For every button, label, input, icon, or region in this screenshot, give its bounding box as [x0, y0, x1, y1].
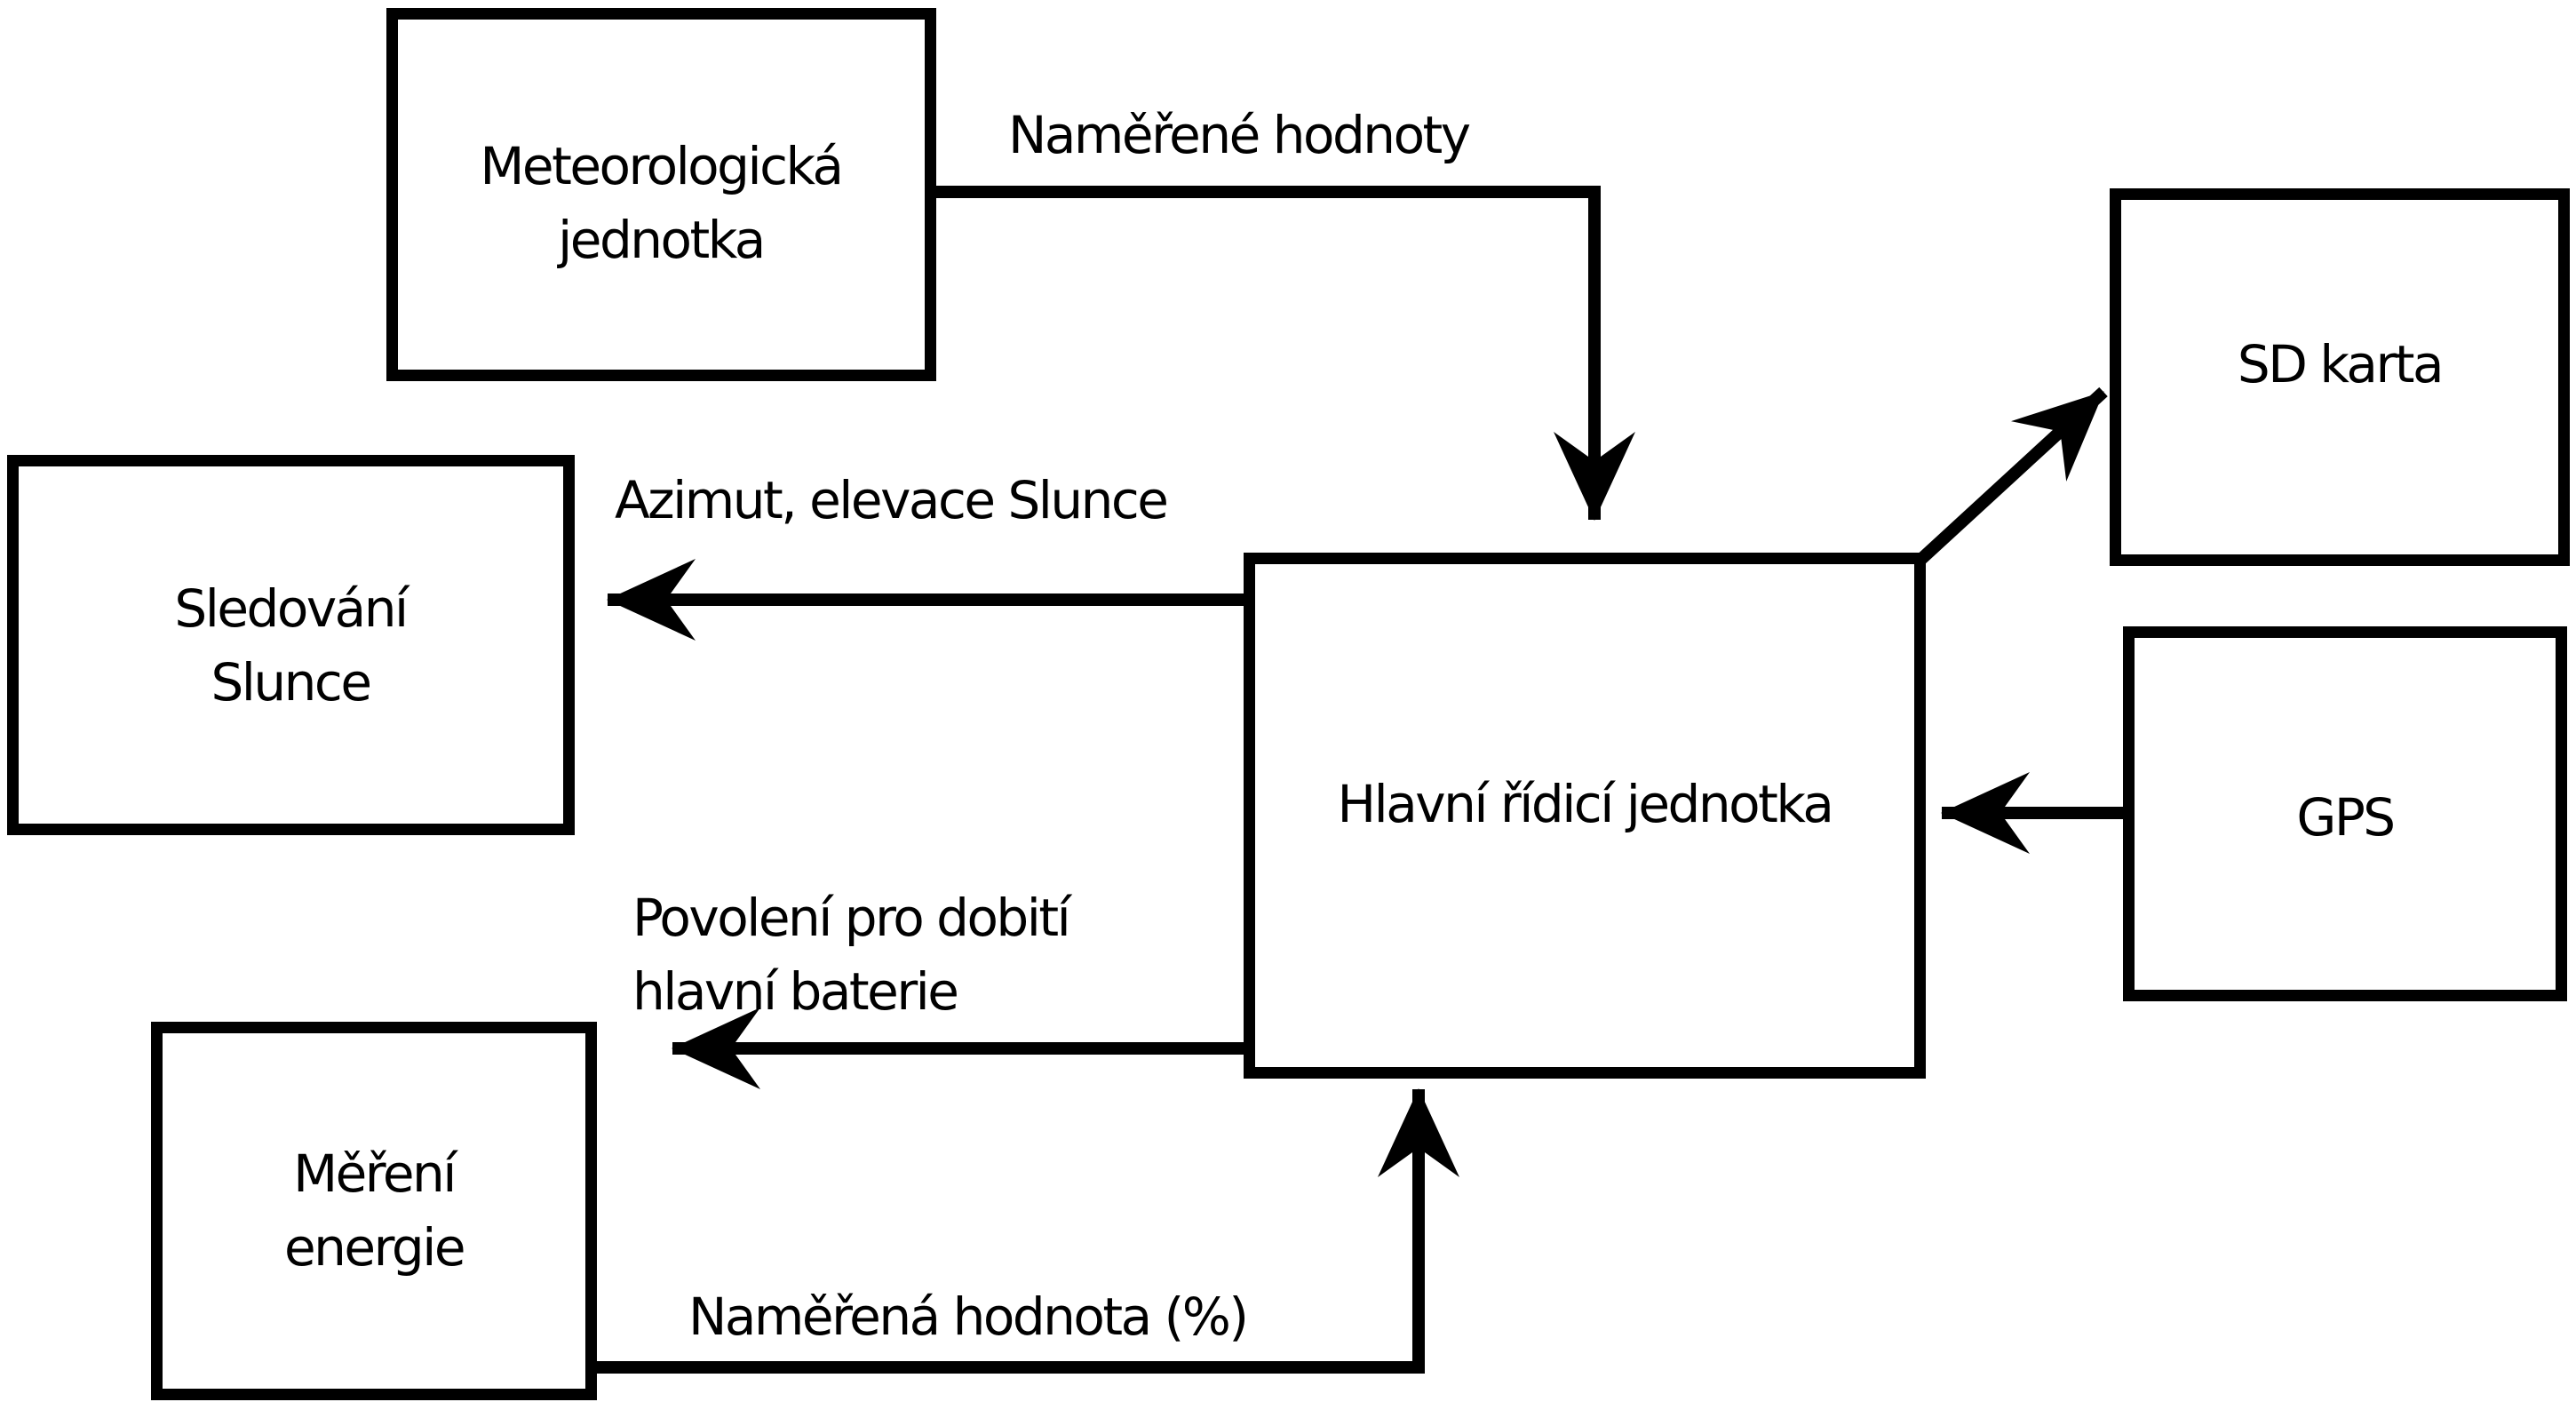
node-sd-karta — [2110, 188, 2570, 566]
edge-label-azimut-elevace: Azimut, elevace Slunce — [615, 470, 1167, 530]
node-label-meteorologicka-line2: jednotka — [556, 210, 764, 270]
node-label-hlavni-ridici-jednotka: Hlavní řídicí jednotka — [1338, 774, 1833, 834]
node-label-sd-karta: SD karta — [2238, 334, 2442, 394]
arrow-zapis-sd — [1914, 386, 2108, 567]
node-label-mereni-line2: energie — [284, 1217, 464, 1278]
arrow-namerene-hodnoty — [931, 186, 1635, 521]
node-gps — [2123, 626, 2567, 1001]
node-mereni-energie — [151, 1022, 597, 1400]
node-hlavni-ridici-jednotka — [1244, 553, 1926, 1079]
edge-label-namerena-hodnota: Naměřená hodnota (%) — [688, 1286, 1247, 1347]
arrow-namerena-hodnota — [597, 1088, 1459, 1374]
node-meteorologicka-jednotka — [386, 8, 936, 381]
node-label-meteorologicka-line1: Meteorologická — [480, 136, 841, 196]
node-label-gps: GPS — [2296, 787, 2393, 848]
edge-label-povoleni-line1: Povolení pro dobití — [632, 888, 1073, 948]
node-label-sledovani-line1: Sledování — [174, 578, 410, 639]
edge-label-namerene-hodnoty: Naměřené hodnoty — [1008, 105, 1470, 165]
edge-label-povoleni-line2: hlavní baterie — [632, 961, 957, 1022]
node-sledovani-slunce — [7, 455, 575, 835]
node-label-sledovani-line2: Slunce — [211, 652, 370, 713]
node-label-mereni-line1: Měření — [293, 1143, 458, 1204]
